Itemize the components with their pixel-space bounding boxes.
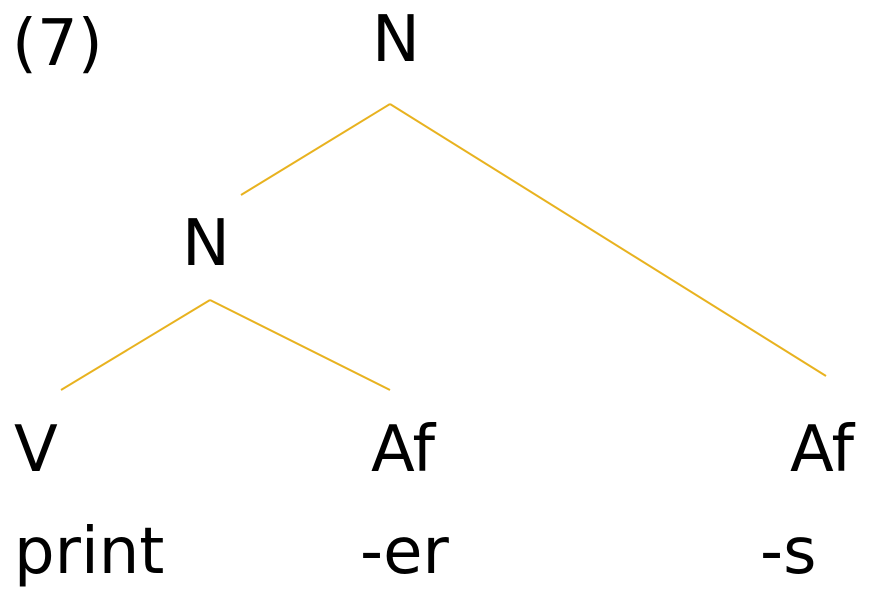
leaf-form-print: print (14, 515, 165, 589)
edge-inner-n-to-v (60, 299, 211, 391)
inner-node-label: N (182, 207, 230, 281)
edge-inner-n-to-af-er (209, 299, 391, 391)
leaf-category-af-s: Af (790, 413, 855, 487)
example-number: (7) (12, 7, 103, 81)
leaf-category-af-er: Af (371, 413, 436, 487)
leaf-category-v: V (14, 413, 58, 487)
leaf-form-er: -er (360, 515, 449, 589)
edge-root-to-inner-n (240, 103, 391, 196)
leaf-form-s: -s (760, 515, 817, 589)
root-node-label: N (372, 3, 420, 77)
edge-root-to-af-s (389, 103, 827, 377)
